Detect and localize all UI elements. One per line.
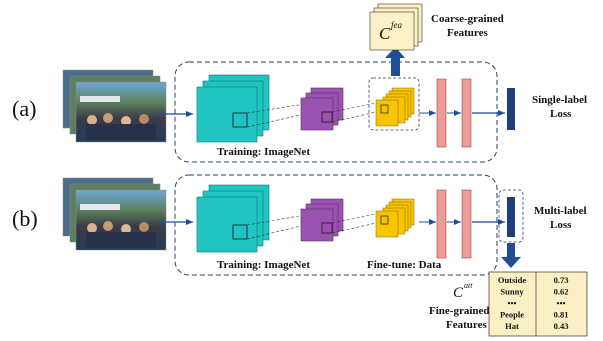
coarse-label-line1: Coarse-grained [431,13,504,25]
fine-label-line1: Fine-grained [429,305,490,317]
fine-superscript: att [464,281,473,290]
attribute-name: ••• [508,298,517,308]
coarse-label-line2: Features [447,27,488,39]
output-layer-b [507,197,515,237]
conv-block-1-b [196,184,270,253]
single-label-loss-line2: Loss [550,108,572,120]
multi-label-loss-line2: Loss [550,219,572,231]
attribute-score: 0.43 [554,321,569,331]
conv-block-2-a [300,87,344,131]
fc-layer-1-b [436,189,447,259]
attribute-name: Sunny [500,287,524,297]
attribute-score: 0.81 [554,310,569,320]
attribute-score: 0.73 [554,275,569,285]
fine-feature-arrow [501,243,521,268]
coarse-feature-card: C fea [369,3,423,51]
attribute-score: ••• [557,298,566,308]
attribute-name: People [500,310,524,320]
attribute-name: Hat [505,321,519,331]
network-region-a [174,61,498,163]
multi-label-loss-line1: Multi-label [534,205,587,217]
fc-layer-1-a [436,78,447,148]
training-label-b: Training: ImageNet [217,259,310,271]
network-region-b [174,174,498,276]
coarse-symbol: C [379,24,391,43]
conv-block-3-b [375,198,415,238]
conv-block-3-a [375,87,415,127]
input-photo-stack-b [62,177,167,251]
fine-label-line2: Features [446,319,487,331]
coarse-superscript: fea [391,20,402,30]
input-photo-stack-a [62,69,167,143]
fc-layer-2-b [461,189,472,259]
finetune-label-b: Fine-tune: Data [367,259,442,271]
output-layer-a [507,88,515,130]
fine-symbol: C [453,285,464,301]
attribute-name: Outside [498,275,527,285]
conv-block-2-b [300,198,344,242]
attribute-score: 0.62 [554,287,569,297]
row-a-label: (a) [12,96,36,121]
training-label-a: Training: ImageNet [217,146,310,158]
fc-layer-2-a [461,78,472,148]
coarse-feature-arrow [385,47,405,76]
single-label-loss-line1: Single-label [532,94,587,106]
conv-block-1-a [196,74,270,143]
row-b-label: (b) [12,206,38,231]
